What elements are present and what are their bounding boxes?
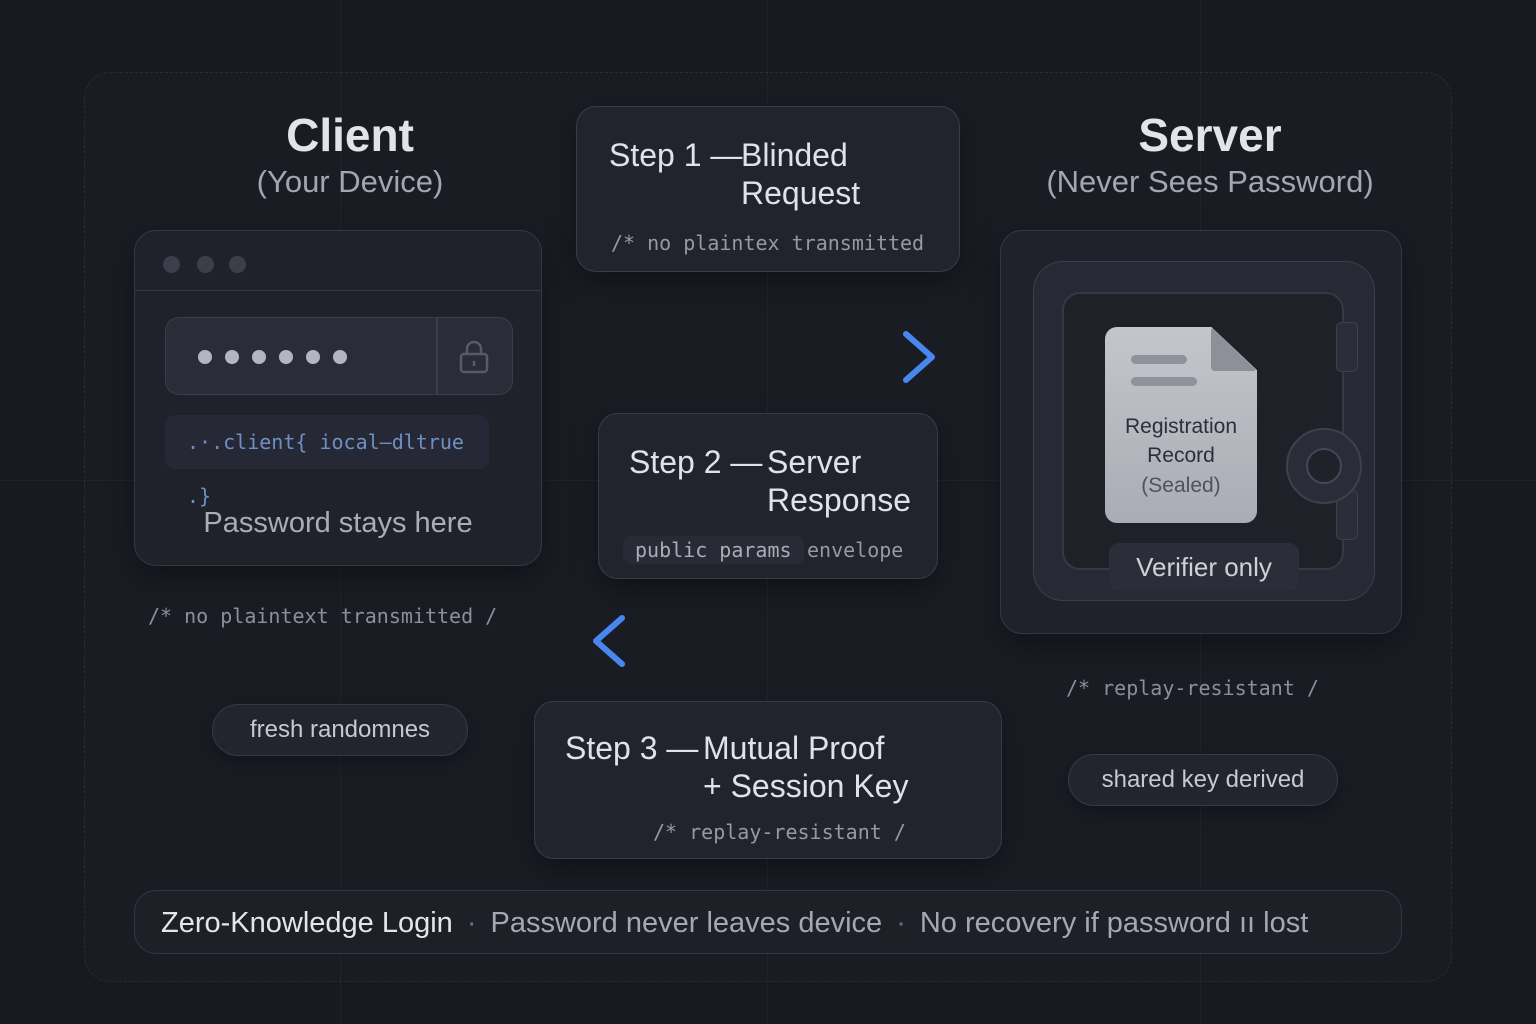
field-divider <box>436 318 438 394</box>
window-dot <box>197 256 214 273</box>
step-1-title-line1: Blinded <box>741 137 848 173</box>
step-3-title-line1: Mutual Proof <box>703 730 885 766</box>
password-dot <box>225 350 239 364</box>
client-title: Client <box>286 109 414 161</box>
server-title: Server <box>1138 109 1282 161</box>
password-dot <box>279 350 293 364</box>
footer-title: Zero-Knowledge Login <box>161 907 453 939</box>
step-2-public-params: public params <box>623 536 804 564</box>
step-3-title-line2: + Session Key <box>703 768 909 804</box>
arrow-left-icon <box>593 615 995 667</box>
document-line <box>1131 355 1187 364</box>
password-dot <box>252 350 266 364</box>
step-2-title-line2: Response <box>767 482 912 518</box>
vault-hinge <box>1336 322 1358 372</box>
footer-point-1: Password never leaves device <box>490 907 883 939</box>
step-2-card: Step 2 — Server Response public params e… <box>598 413 938 579</box>
step-3-card: Step 3 — Mutual Proof + Session Key /* r… <box>534 701 1002 859</box>
client-code-chip: .·.client{ iocal—dltrue .} <box>165 415 489 508</box>
client-pill: fresh randomnes <box>212 704 468 756</box>
step-3-note: /* replay-resistant / <box>653 820 906 844</box>
verifier-badge: Verifier only <box>1109 543 1299 591</box>
server-note: /* replay-resistant / <box>1066 676 1319 700</box>
client-note: /* no plaintext transmitted / <box>148 604 498 628</box>
step-2-title-line1: Server <box>767 444 862 480</box>
step-1-card: Step 1 — Blinded Request /* no plaintex … <box>576 106 960 272</box>
password-dot <box>198 350 212 364</box>
window-titlebar <box>135 231 541 291</box>
password-stays-label: Password stays here <box>203 507 473 539</box>
client-device-window: .·.client{ iocal—dltrue .} Password stay… <box>134 230 542 566</box>
step-1-title-line2: Request <box>741 175 861 211</box>
password-dot <box>333 350 347 364</box>
diagram-frame <box>84 72 1452 982</box>
lock-icon <box>459 340 489 374</box>
server-vault-panel: Registration Record (Sealed) Verifier on… <box>1000 230 1402 634</box>
window-dot <box>163 256 180 273</box>
step-1-note: /* no plaintex transmitted <box>611 231 925 255</box>
client-subtitle: (Your Device) <box>256 164 444 199</box>
step-1-label: Step 1 — <box>609 137 743 173</box>
record-line-1: Registration <box>1124 415 1238 438</box>
window-dot <box>229 256 246 273</box>
vault-dial-center <box>1306 448 1342 484</box>
footer-separator: · <box>466 907 477 939</box>
record-line-3: (Sealed) <box>1141 474 1221 497</box>
footer-point-2: No recovery if password ıı lost <box>919 907 1309 939</box>
step-2-envelope: envelope <box>807 538 904 562</box>
step-3-label: Step 3 — <box>565 730 699 766</box>
footer-banner: Zero-Knowledge Login · Password never leav… <box>134 890 1402 954</box>
server-subtitle: (Never Sees Password) <box>1046 164 1374 199</box>
server-pill: shared key derived <box>1068 754 1338 806</box>
password-field[interactable] <box>165 317 513 395</box>
footer-separator: · <box>896 907 906 939</box>
record-line-2: Record <box>1147 444 1215 467</box>
document-line <box>1131 377 1197 386</box>
vault-dial-icon <box>1286 428 1362 504</box>
password-dot <box>306 350 320 364</box>
step-2-label: Step 2 — <box>629 444 763 480</box>
arrow-right-icon <box>545 331 935 383</box>
